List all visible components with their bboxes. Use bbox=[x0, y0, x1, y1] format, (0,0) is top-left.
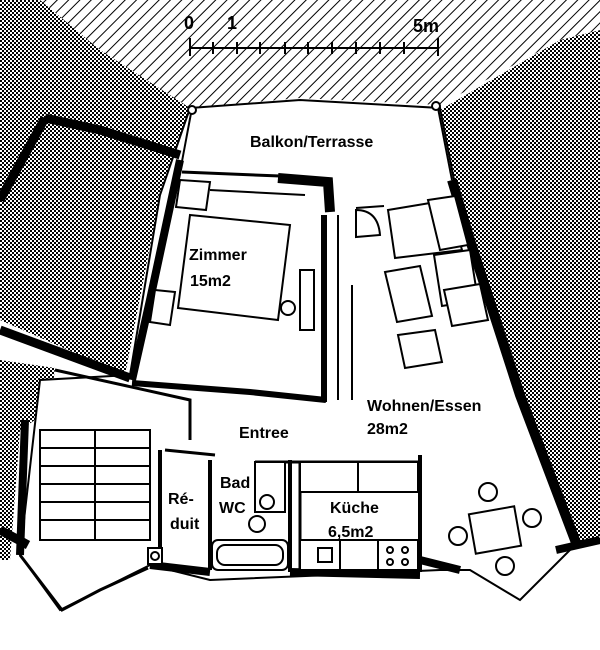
scale-bar bbox=[189, 38, 439, 56]
living-furniture bbox=[355, 194, 490, 370]
roof-hatch-top bbox=[40, 0, 600, 108]
bath-fixtures bbox=[147, 461, 289, 571]
entree-label: Entree bbox=[239, 425, 289, 442]
kitchen-name-label: Küche bbox=[330, 500, 379, 517]
zimmer-name-label: Zimmer bbox=[189, 247, 247, 264]
scale-label-one: 1 bbox=[227, 13, 238, 33]
neighbor-hatch-right bbox=[440, 30, 600, 545]
bad-label: Bad bbox=[220, 475, 251, 492]
living-name-label: Wohnen/Essen bbox=[367, 398, 482, 415]
staircase bbox=[39, 429, 151, 541]
neighbor-hatch-left bbox=[0, 0, 190, 375]
balcony-outline bbox=[179, 101, 453, 181]
zimmer-furniture bbox=[148, 178, 315, 331]
zimmer-area-label: 15m2 bbox=[190, 273, 231, 290]
dining-set bbox=[448, 482, 542, 576]
scale-label-zero: 0 bbox=[184, 13, 195, 33]
kitchen-counter bbox=[299, 461, 419, 571]
wc-label: WC bbox=[219, 500, 246, 517]
living-area-label: 28m2 bbox=[367, 421, 408, 438]
reduit-label-line1: Ré- bbox=[168, 491, 194, 508]
scale-label-end: 5m bbox=[413, 16, 440, 36]
reduit-label-line2: duit bbox=[170, 516, 200, 533]
balcony-label: Balkon/Terrasse bbox=[250, 134, 374, 151]
kitchen-area-label: 6,5m2 bbox=[328, 524, 374, 541]
